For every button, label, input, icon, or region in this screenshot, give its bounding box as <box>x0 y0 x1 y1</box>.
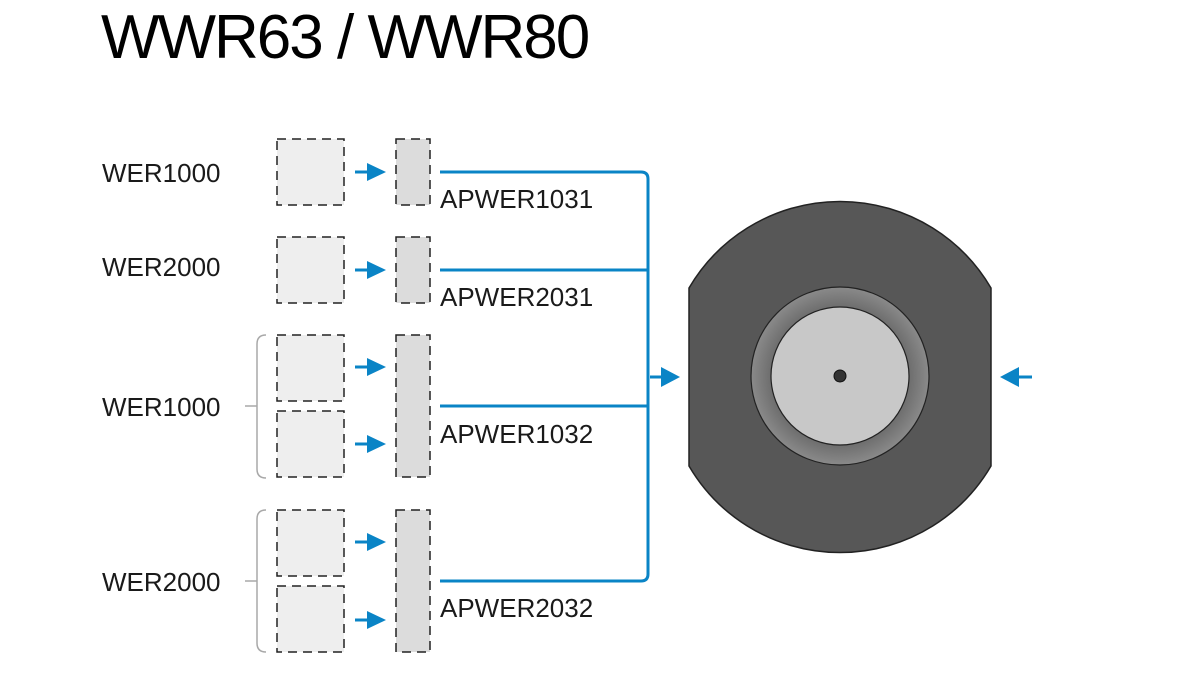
row-4: WER2000 APWER2032 <box>102 509 593 653</box>
row-2: WER2000 APWER2031 <box>102 236 593 312</box>
arrow-right-icon <box>355 261 386 279</box>
adapter-label-4: APWER2032 <box>440 593 593 623</box>
arrow-left-icon <box>1000 367 1032 387</box>
source-module-2 <box>276 236 345 304</box>
arrow-right-icon <box>355 435 386 453</box>
adapter-module-3 <box>395 334 431 478</box>
group-bracket-3 <box>256 334 267 479</box>
arrow-right-icon <box>650 367 680 387</box>
source-module-4b <box>276 585 345 653</box>
arrow-right-icon <box>355 163 386 181</box>
source-label-4: WER2000 <box>102 567 221 597</box>
adapter-label-1: APWER1031 <box>440 184 593 214</box>
group-bracket-4 <box>256 509 267 653</box>
device-center-dot <box>833 369 847 383</box>
source-label-3: WER1000 <box>102 392 221 422</box>
source-module-1 <box>276 138 345 206</box>
adapter-module-2 <box>395 236 431 304</box>
diagram-title: WWR63 / WWR80 <box>101 3 590 72</box>
source-module-3a <box>276 334 345 402</box>
adapter-label-3: APWER1032 <box>440 419 593 449</box>
arrow-right-icon <box>355 611 386 629</box>
arrow-right-icon <box>355 533 386 551</box>
row-1: WER1000 APWER1031 <box>102 138 593 214</box>
source-module-4a <box>276 509 345 577</box>
adapter-label-2: APWER2031 <box>440 282 593 312</box>
source-module-3b <box>276 410 345 478</box>
source-label-1: WER1000 <box>102 158 221 188</box>
adapter-module-4 <box>395 509 431 653</box>
source-label-2: WER2000 <box>102 252 221 282</box>
device-front-view <box>688 200 992 554</box>
row-3: WER1000 APWER1032 <box>102 334 593 479</box>
adapter-module-1 <box>395 138 431 206</box>
arrow-right-icon <box>355 358 386 376</box>
connection-bus <box>440 170 650 583</box>
